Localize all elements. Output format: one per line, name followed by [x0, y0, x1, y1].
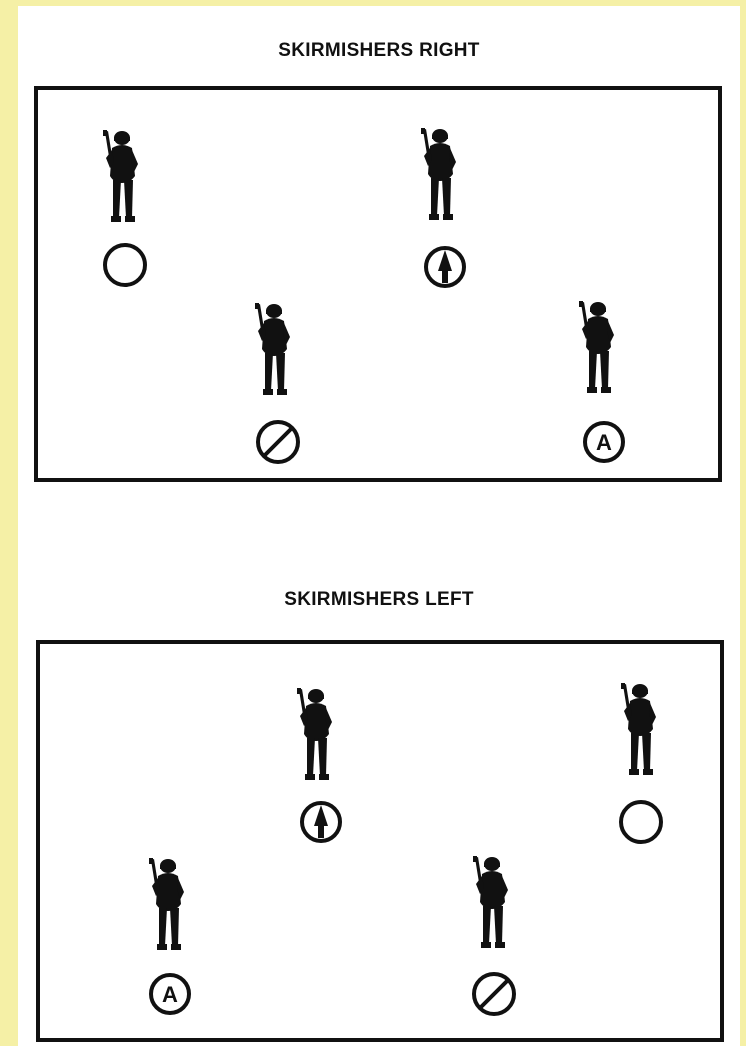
letter-symbol-icon: A — [578, 416, 630, 468]
soldier-silhouette-icon — [576, 299, 622, 399]
symbol-letter: A — [162, 982, 178, 1007]
soldier-silhouette-icon — [618, 681, 664, 781]
circle-symbol-icon — [615, 796, 667, 848]
diagram-title-left: SKIRMISHERS LEFT — [18, 589, 740, 611]
diagram-title-right: SKIRMISHERS RIGHT — [18, 40, 740, 62]
symbol-letter: A — [596, 430, 612, 455]
soldier-silhouette-icon — [470, 854, 516, 954]
soldier-silhouette-icon — [418, 126, 464, 226]
soldier-silhouette-icon — [294, 686, 340, 786]
arrow-symbol-icon — [419, 241, 471, 293]
diagram-sheet: SKIRMISHERS RIGHT SKIRMISHERS LEFT A A — [18, 6, 740, 1046]
soldier-silhouette-icon — [100, 128, 146, 228]
slash-symbol-icon — [252, 416, 304, 468]
soldier-silhouette-icon — [146, 856, 192, 956]
soldier-silhouette-icon — [252, 301, 298, 401]
circle-symbol-icon — [99, 239, 151, 291]
slash-symbol-icon — [468, 968, 520, 1020]
arrow-symbol-icon — [295, 796, 347, 848]
letter-symbol-icon: A — [144, 968, 196, 1020]
